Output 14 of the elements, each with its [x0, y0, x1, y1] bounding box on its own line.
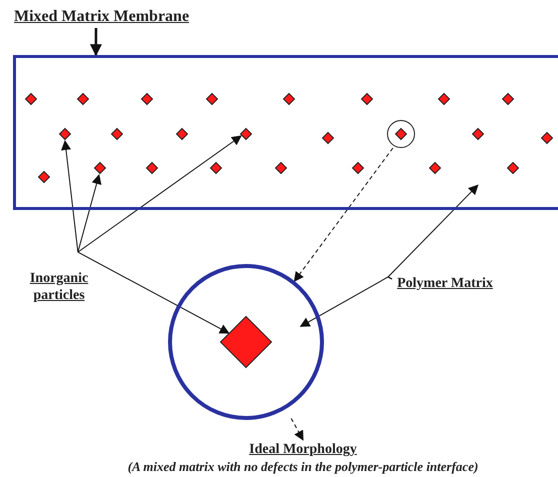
label-text: Mixed Matrix Membrane — [14, 8, 214, 28]
caption-text: (A mixed matrix with no defects in the polymer-particle interface) — [126, 458, 480, 475]
heading-text: Ideal Morphology — [248, 441, 358, 458]
label-text: Polymer Matrix — [392, 275, 498, 293]
arrow — [77, 252, 230, 334]
arrow — [77, 135, 242, 253]
arrow — [294, 148, 394, 282]
arrow — [90, 28, 102, 56]
arrow — [61, 140, 78, 253]
arrow — [290, 418, 304, 441]
arrow — [300, 276, 392, 327]
arrow — [387, 184, 478, 280]
label-text: Inorganic particles — [18, 270, 100, 308]
arrow — [77, 174, 102, 253]
